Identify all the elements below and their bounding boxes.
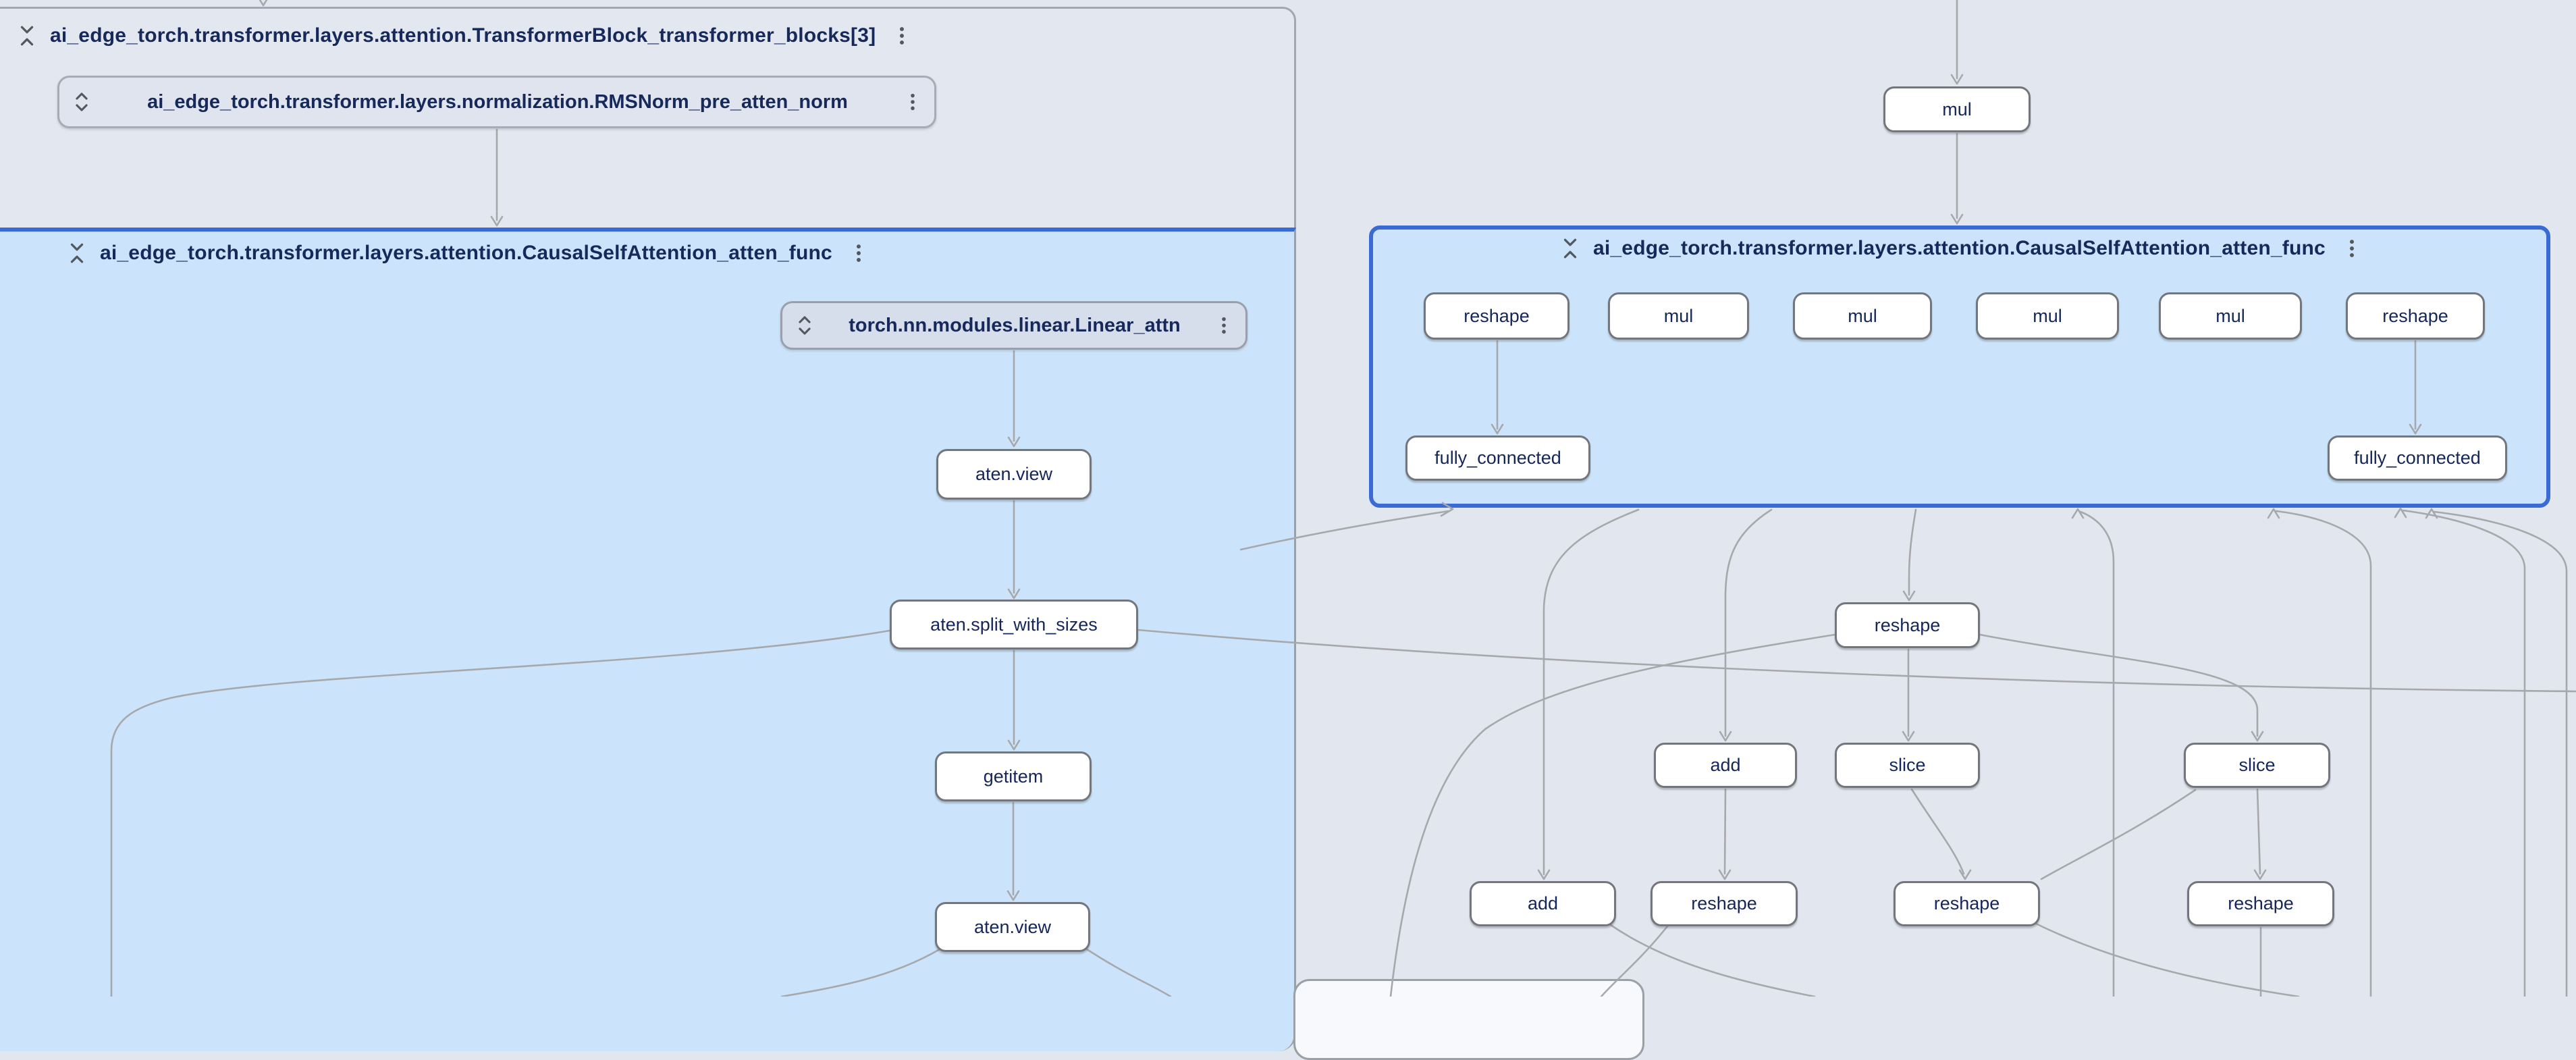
edge-up-into-panel-5 [2425,508,2568,997]
node-fully-connected-1[interactable]: fully_connected [1405,435,1590,481]
node-mul-2[interactable]: mul [1793,292,1932,340]
group-node-rmsnorm[interactable]: ai_edge_torch.transformer.layers.normali… [57,76,936,128]
edge-reshape-left-branch [1389,633,1836,997]
edge-slice1-reshape2b [1910,788,1972,880]
edge-panel-add2 [1537,508,1640,880]
node-mul-top[interactable]: mul [1883,86,2031,132]
edge-panel-add1 [1719,508,1773,742]
node-slice-1[interactable]: slice [1835,743,1980,788]
node-add-1[interactable]: add [1654,743,1797,788]
kebab-menu-icon[interactable] [902,91,923,113]
kebab-menu-icon[interactable] [890,24,913,47]
node-reshape-bottom-3[interactable]: reshape [2187,881,2334,926]
attention-right-title: ai_edge_torch.transformer.layers.attenti… [1593,237,2326,259]
panel-transformer-block[interactable] [0,7,1296,263]
group-node-linear-attn[interactable]: torch.nn.modules.linear.Linear_attn [780,301,1247,350]
node-reshape-bottom-2[interactable]: reshape [1894,881,2040,926]
edge-up-into-panel-2 [2071,508,2115,997]
edge-reshape-slice2 [1979,633,2264,742]
unfold-less-icon[interactable] [1558,236,1582,261]
rmsnorm-label: ai_edge_torch.transformer.layers.normali… [147,90,848,113]
kebab-menu-icon[interactable] [847,242,870,265]
edge-reshape2b-down-right [2035,922,2300,997]
unfold-less-icon[interactable] [65,241,89,265]
unfold-less-icon[interactable] [15,24,39,48]
node-reshape-panel-1[interactable]: reshape [1424,292,1569,340]
edge-reshape-slice1 [1902,648,1915,742]
node-reshape-mid[interactable]: reshape [1835,602,1980,648]
edge-up-into-panel-4 [2394,507,2526,997]
node-mul-4[interactable]: mul [2159,292,2302,340]
node-add-2[interactable]: add [1470,881,1616,926]
edge-panel-reshape [1902,508,1917,602]
node-aten-split-with-sizes[interactable]: aten.split_with_sizes [890,600,1138,650]
unfold-more-icon[interactable] [70,90,93,113]
edge-mul-panel [1950,132,1964,225]
transformer-block-title: ai_edge_torch.transformer.layers.attenti… [50,24,876,47]
attention-left-header: ai_edge_torch.transformer.layers.attenti… [65,238,870,269]
node-getitem[interactable]: getitem [935,751,1092,801]
kebab-menu-icon[interactable] [1213,315,1235,336]
attention-left-title: ai_edge_torch.transformer.layers.attenti… [100,242,832,264]
partially-visible-node[interactable] [1293,979,1644,1060]
edge-slice2-reshape3b [2253,788,2267,880]
edge-slice2-reshape2b-cross [2040,789,2197,880]
attention-right-header: ai_edge_torch.transformer.layers.attenti… [1558,233,2363,264]
edge-into-transformer-block [259,0,268,7]
transformer-block-header: ai_edge_torch.transformer.layers.attenti… [15,20,913,51]
unfold-more-icon[interactable] [793,314,816,337]
node-reshape-bottom-1[interactable]: reshape [1651,881,1798,926]
node-aten-view-1[interactable]: aten.view [936,449,1092,500]
linear-attn-label: torch.nn.modules.linear.Linear_attn [849,314,1181,336]
node-aten-view-2[interactable]: aten.view [935,902,1090,952]
node-fully-connected-2[interactable]: fully_connected [2328,435,2507,481]
node-mul-1[interactable]: mul [1608,292,1749,340]
edge-add1-reshape1b [1718,788,1732,880]
kebab-menu-icon[interactable] [2340,237,2363,260]
node-mul-3[interactable]: mul [1976,292,2119,340]
node-slice-2[interactable]: slice [2184,743,2330,788]
node-reshape-panel-2[interactable]: reshape [2346,292,2485,340]
edge-top-mul [1950,0,1964,85]
